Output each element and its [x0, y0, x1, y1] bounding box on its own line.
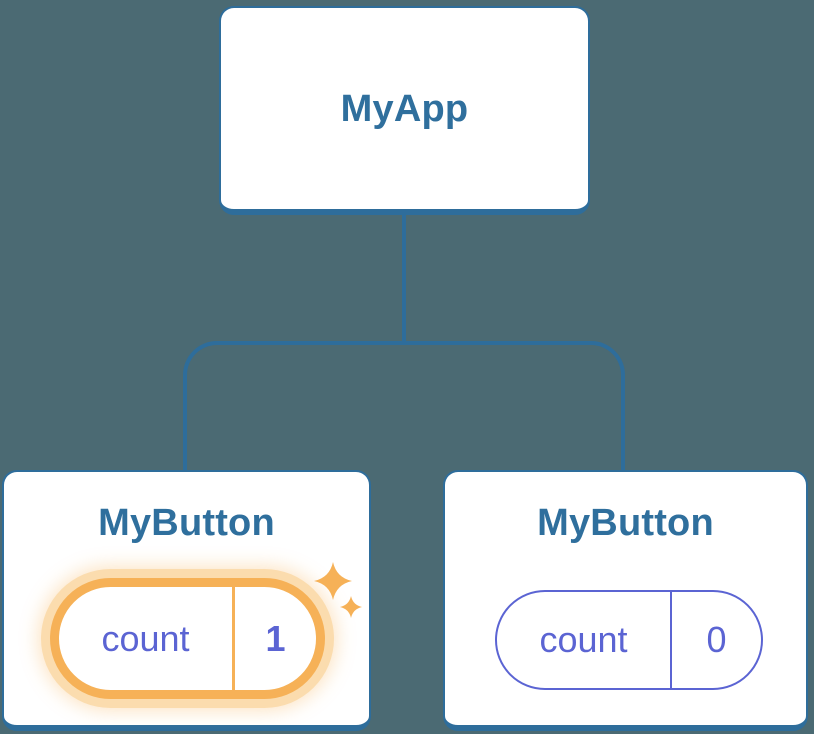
pill-divider — [670, 592, 672, 688]
state-value-cell: 0 — [672, 592, 761, 688]
node-title: MyButton — [537, 502, 714, 544]
state-label: count — [539, 619, 628, 660]
node-title: MyButton — [98, 502, 275, 544]
tree-connector-branch — [183, 341, 625, 470]
sparkle-icon-large — [314, 562, 352, 600]
state-value: 1 — [265, 617, 286, 659]
pill-divider — [232, 587, 235, 690]
tree-node-root: MyApp — [219, 6, 590, 215]
state-label-cell: count — [59, 587, 232, 690]
sparkle-icon — [314, 562, 362, 618]
node-title: MyApp — [340, 87, 469, 130]
state-pill-normal: count 0 — [495, 590, 763, 690]
state-value-cell: 1 — [235, 587, 316, 690]
state-value: 0 — [706, 619, 727, 660]
state-label: count — [101, 617, 190, 659]
state-pill-highlighted: count 1 — [50, 578, 325, 699]
tree-connector-stem — [402, 213, 406, 345]
sparkle-icon-small — [340, 596, 362, 618]
state-label-cell: count — [497, 592, 670, 688]
